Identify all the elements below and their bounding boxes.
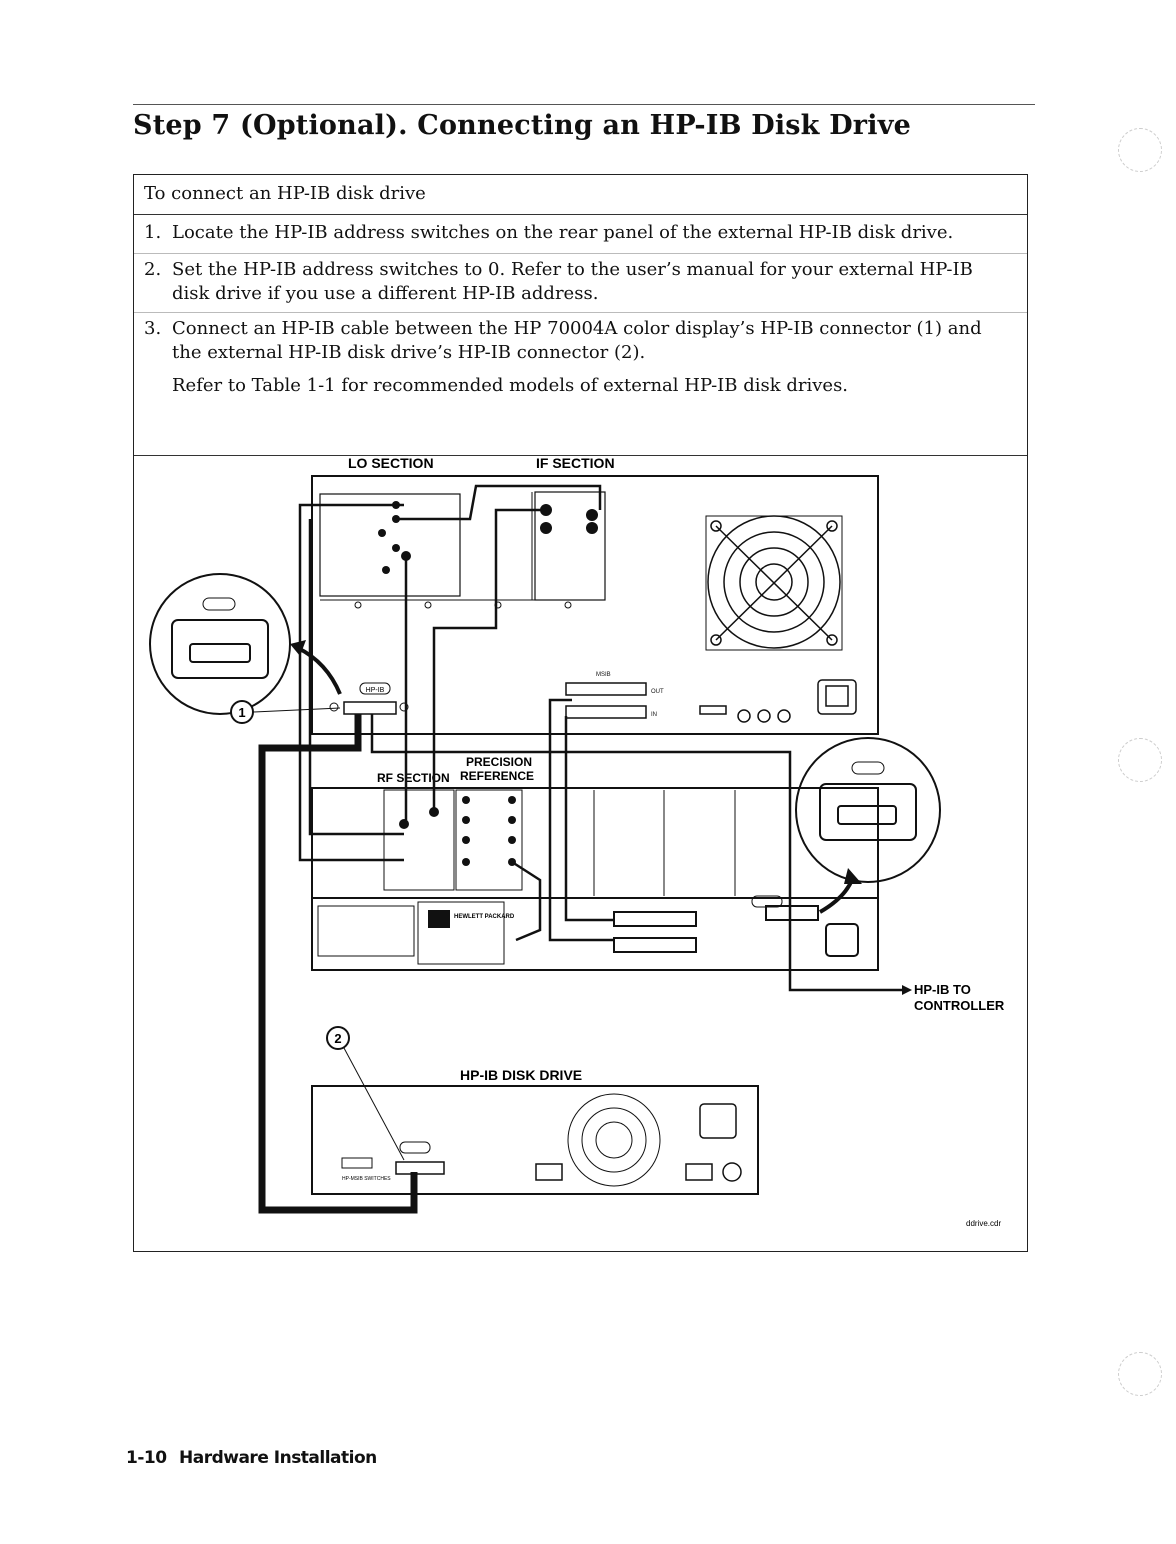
figure-filename: ddrive.cdr (966, 1219, 1001, 1228)
controller-arrowhead (902, 985, 912, 995)
disk-drive-panel (311, 1085, 759, 1195)
punch-hole (1118, 128, 1162, 172)
lo-section-label: LO SECTION (348, 455, 434, 471)
step-divider (134, 253, 1027, 254)
rf-section-label: RF SECTION (377, 771, 450, 785)
title-divider (134, 214, 1027, 215)
step-3: 3. Connect an HP-IB cable between the HP … (144, 317, 1004, 365)
arrow-to-zoom-1 (297, 646, 342, 695)
disk-drive-label: HP-IB DISK DRIVE (460, 1067, 582, 1083)
fan-icon (705, 515, 843, 651)
precision-label-1: PRECISION (466, 755, 532, 769)
zoom-hpib-connector-2 (795, 737, 941, 883)
step-number: 1. (144, 222, 162, 243)
in-label: IN (651, 712, 657, 718)
hpib-tag: HP-IB (366, 687, 385, 694)
cables (298, 484, 902, 992)
figure-divider (134, 455, 1027, 456)
arrowhead-2 (844, 868, 862, 884)
callout-1-number: 1 (238, 705, 245, 720)
step-number: 2. (144, 259, 162, 280)
rf-mainframe (311, 787, 879, 971)
rf-hpib-connector (751, 895, 783, 908)
mainframe-screws (354, 601, 572, 609)
step-text: Connect an HP-IB cable between the HP 70… (172, 318, 982, 363)
hp-logo-text: HEWLETT PACKARD (454, 914, 515, 920)
callout-1: 1 (230, 700, 341, 724)
section-name: Hardware Installation (179, 1448, 377, 1468)
step-number: 3. (144, 318, 162, 339)
procedure-box: To connect an HP-IB disk drive 1. Locate … (133, 174, 1028, 1252)
step-text: Locate the HP-IB address switches on the… (172, 222, 954, 243)
step-2: 2. Set the HP-IB address switches to 0. R… (144, 258, 1004, 306)
display-mainframe (311, 475, 879, 735)
video-out-connectors (737, 679, 857, 723)
step-divider (134, 312, 1027, 313)
mainframe-hpib-connector: HP-IB (329, 682, 409, 715)
callout-2: 2 (326, 1026, 405, 1161)
controller-label-2: CONTROLLER (914, 998, 1005, 1013)
disk-drive-cable (258, 714, 418, 1214)
msib-label: MSIB (596, 672, 611, 678)
callout-2-number: 2 (334, 1031, 341, 1046)
punch-hole (1118, 738, 1162, 782)
step-text: Set the HP-IB address switches to 0. Ref… (172, 259, 973, 304)
hp-msib-switches-label: HP-MSIB SWITCHES (342, 1176, 391, 1182)
rf-connectors (399, 796, 516, 866)
if-section-label: IF SECTION (536, 455, 615, 471)
step-1: 1. Locate the HP-IB address switches on t… (144, 221, 1004, 245)
page-heading: Step 7 (Optional). Connecting an HP-IB D… (133, 110, 911, 141)
hp-logo-plate: HEWLETT PACKARD (428, 910, 515, 928)
arrow-to-zoom-2 (819, 879, 854, 914)
precision-label-2: REFERENCE (460, 769, 534, 783)
table-reference-note: Refer to Table 1-1 for recommended model… (172, 375, 849, 396)
out-label: OUT (651, 689, 664, 695)
lo-connectors (378, 501, 598, 574)
punch-hole (1118, 1352, 1162, 1396)
zoom-hpib-connector-1 (149, 573, 291, 715)
page-number: 1-10 (126, 1448, 167, 1468)
procedure-title: To connect an HP-IB disk drive (144, 183, 426, 204)
controller-label-1: HP-IB TO (914, 982, 971, 997)
arrowhead-1 (290, 640, 306, 656)
msib-connectors: MSIB OUT IN (565, 672, 727, 719)
top-rule (133, 104, 1035, 105)
